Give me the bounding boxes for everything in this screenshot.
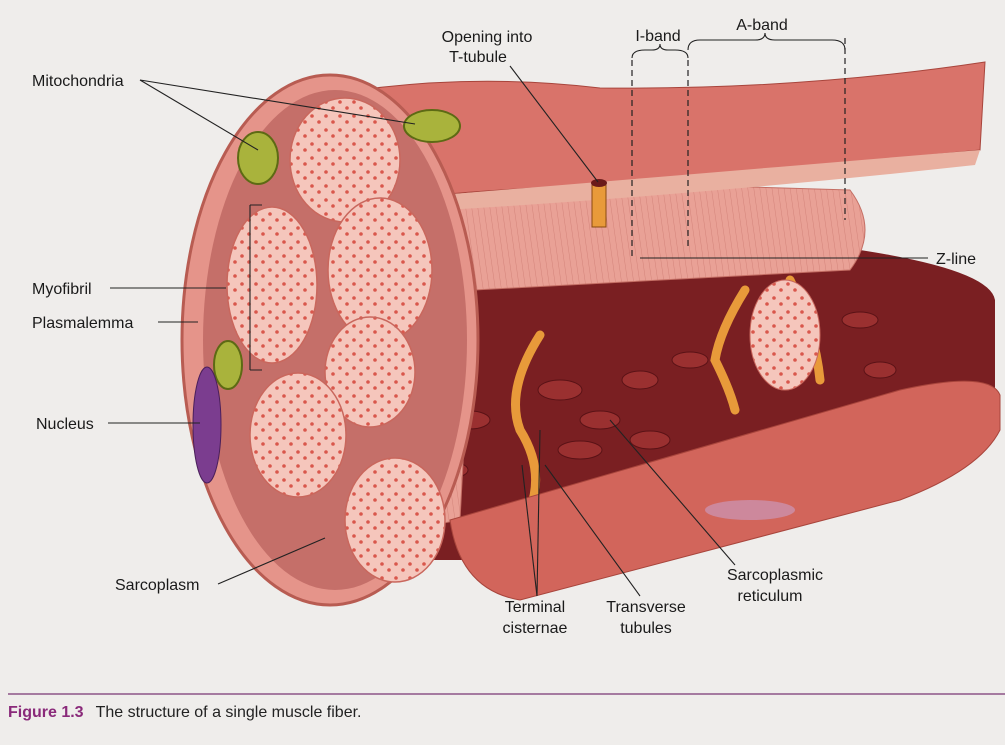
caption-rule xyxy=(8,693,1005,695)
flap-edge xyxy=(440,150,980,210)
label-i-band: I-band xyxy=(635,28,680,45)
label-sr-line2: reticulum xyxy=(738,588,803,605)
label-transverse-line1: Transverse xyxy=(606,599,686,616)
label-myofibril: Myofibril xyxy=(32,281,92,298)
label-z-line: Z-line xyxy=(936,251,976,268)
figure-number: Figure 1.3 xyxy=(8,704,84,721)
figure-caption: Figure 1.3 The structure of a single musc… xyxy=(8,704,361,722)
leader-lines xyxy=(108,65,928,597)
label-opening-line2: T-tubule xyxy=(449,49,507,66)
label-a-band: A-band xyxy=(736,17,788,34)
nucleus-lower xyxy=(705,500,795,520)
myofibril-cross-section xyxy=(749,279,821,391)
label-sr-line1: Sarcoplasmic xyxy=(727,567,823,584)
nucleus-shape xyxy=(192,366,222,484)
label-nucleus: Nucleus xyxy=(36,416,94,433)
label-sarcoplasm: Sarcoplasm xyxy=(115,577,199,594)
label-mitochondria: Mitochondria xyxy=(32,73,124,90)
label-transverse-line2: tubules xyxy=(620,620,672,637)
fiber-interior xyxy=(330,230,995,560)
label-terminal-line2: cisternae xyxy=(503,620,568,637)
mitochondria-shapes xyxy=(213,109,461,390)
label-terminal-line1: Terminal xyxy=(505,599,565,616)
caption-text: The structure of a single muscle fiber. xyxy=(95,704,362,721)
label-opening-line1: Opening into xyxy=(442,29,533,46)
label-plasmalemma: Plasmalemma xyxy=(32,315,133,332)
sarcolemma-lower xyxy=(449,380,1001,601)
t-tubule-opening xyxy=(591,179,607,228)
band-guides xyxy=(631,32,846,258)
